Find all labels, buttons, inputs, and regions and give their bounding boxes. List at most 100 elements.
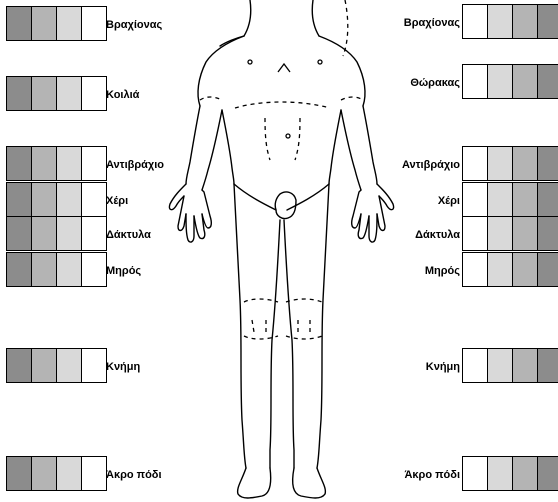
scale-cell-dark[interactable] bbox=[537, 216, 558, 251]
scale-cell-white[interactable] bbox=[462, 146, 488, 181]
right-scale-forearm bbox=[462, 146, 558, 180]
left-scale-fingers bbox=[6, 216, 106, 250]
left-label-fingers: Δάκτυλα bbox=[106, 229, 151, 241]
scale-cell-dark[interactable] bbox=[6, 6, 32, 41]
scale-cell-mid[interactable] bbox=[31, 252, 57, 287]
scale-cell-white[interactable] bbox=[81, 216, 107, 251]
scale-cell-mid[interactable] bbox=[512, 64, 538, 99]
scale-cell-dark[interactable] bbox=[6, 182, 32, 217]
scale-cell-white[interactable] bbox=[81, 348, 107, 383]
left-label-shin: Κνήμη bbox=[106, 361, 140, 373]
left-scale-arm bbox=[6, 6, 106, 40]
left-scale-foot bbox=[6, 456, 106, 490]
right-row-forearm: Αντιβράχιο bbox=[386, 146, 558, 180]
left-label-abdomen: Κοιλιά bbox=[106, 89, 139, 101]
left-label-hand: Χέρι bbox=[106, 195, 128, 207]
left-label-thigh: Μηρός bbox=[106, 265, 141, 277]
scale-cell-white[interactable] bbox=[462, 182, 488, 217]
right-scale-hand bbox=[462, 182, 558, 216]
scale-cell-light[interactable] bbox=[56, 6, 82, 41]
scale-cell-mid[interactable] bbox=[512, 146, 538, 181]
scale-cell-dark[interactable] bbox=[6, 252, 32, 287]
scale-cell-white[interactable] bbox=[462, 348, 488, 383]
scale-cell-light[interactable] bbox=[487, 64, 513, 99]
right-scale-shin bbox=[462, 348, 558, 382]
right-label-shin: Κνήμη bbox=[426, 361, 460, 373]
scale-cell-dark[interactable] bbox=[537, 182, 558, 217]
scale-cell-white[interactable] bbox=[81, 6, 107, 41]
scale-cell-white[interactable] bbox=[81, 146, 107, 181]
scale-cell-mid[interactable] bbox=[31, 456, 57, 491]
scale-cell-dark[interactable] bbox=[537, 4, 558, 39]
scale-cell-mid[interactable] bbox=[512, 348, 538, 383]
scale-cell-white[interactable] bbox=[462, 252, 488, 287]
scale-cell-mid[interactable] bbox=[31, 182, 57, 217]
left-scale-forearm bbox=[6, 146, 106, 180]
scale-cell-white[interactable] bbox=[81, 456, 107, 491]
right-label-fingers: Δάκτυλα bbox=[415, 229, 460, 241]
right-row-arm: Βραχίονας bbox=[386, 4, 558, 38]
left-row-hand: Χέρι bbox=[6, 182, 216, 216]
scale-cell-white[interactable] bbox=[81, 182, 107, 217]
right-label-forearm: Αντιβράχιο bbox=[402, 159, 460, 171]
scale-cell-light[interactable] bbox=[487, 252, 513, 287]
scale-cell-mid[interactable] bbox=[31, 146, 57, 181]
scale-cell-white[interactable] bbox=[462, 64, 488, 99]
scale-cell-light[interactable] bbox=[487, 4, 513, 39]
scale-cell-dark[interactable] bbox=[6, 348, 32, 383]
right-label-chest: Θώρακας bbox=[410, 77, 460, 89]
scale-cell-light[interactable] bbox=[487, 182, 513, 217]
scale-cell-mid[interactable] bbox=[512, 216, 538, 251]
scale-cell-light[interactable] bbox=[56, 76, 82, 111]
right-label-thigh: Μηρός bbox=[425, 265, 460, 277]
scale-cell-mid[interactable] bbox=[512, 4, 538, 39]
scale-cell-light[interactable] bbox=[56, 456, 82, 491]
left-label-arm: Βραχίονας bbox=[106, 19, 162, 31]
scale-cell-light[interactable] bbox=[56, 348, 82, 383]
scale-cell-light[interactable] bbox=[56, 182, 82, 217]
right-row-shin: Κνήμη bbox=[386, 348, 558, 382]
left-row-forearm: Αντιβράχιο bbox=[6, 146, 216, 180]
scale-cell-light[interactable] bbox=[56, 146, 82, 181]
left-scale-abdomen bbox=[6, 76, 106, 110]
scale-cell-light[interactable] bbox=[487, 348, 513, 383]
left-label-forearm: Αντιβράχιο bbox=[106, 159, 164, 171]
right-scale-arm bbox=[462, 4, 558, 38]
right-row-hand: Χέρι bbox=[386, 182, 558, 216]
scale-cell-dark[interactable] bbox=[537, 252, 558, 287]
scale-cell-mid[interactable] bbox=[31, 216, 57, 251]
left-row-shin: Κνήμη bbox=[6, 348, 216, 382]
left-scale-thigh bbox=[6, 252, 106, 286]
scale-cell-light[interactable] bbox=[56, 216, 82, 251]
scale-cell-mid[interactable] bbox=[512, 182, 538, 217]
scale-cell-mid[interactable] bbox=[31, 348, 57, 383]
scale-cell-white[interactable] bbox=[462, 456, 488, 491]
scale-cell-light[interactable] bbox=[487, 216, 513, 251]
scale-cell-dark[interactable] bbox=[537, 146, 558, 181]
right-row-thigh: Μηρός bbox=[386, 252, 558, 286]
right-scale-chest bbox=[462, 64, 558, 98]
scale-cell-white[interactable] bbox=[81, 252, 107, 287]
scale-cell-dark[interactable] bbox=[6, 456, 32, 491]
scale-cell-dark[interactable] bbox=[537, 348, 558, 383]
scale-cell-mid[interactable] bbox=[31, 6, 57, 41]
scale-cell-dark[interactable] bbox=[6, 216, 32, 251]
left-label-foot: Άκρο πόδι bbox=[106, 469, 162, 481]
left-row-fingers: Δάκτυλα bbox=[6, 216, 216, 250]
scale-cell-light[interactable] bbox=[56, 252, 82, 287]
scale-cell-white[interactable] bbox=[81, 76, 107, 111]
scale-cell-white[interactable] bbox=[462, 216, 488, 251]
scale-cell-dark[interactable] bbox=[6, 146, 32, 181]
scale-cell-mid[interactable] bbox=[31, 76, 57, 111]
scale-cell-white[interactable] bbox=[462, 4, 488, 39]
right-row-foot: Άκρο πόδι bbox=[386, 456, 558, 490]
right-scale-fingers bbox=[462, 216, 558, 250]
scale-cell-light[interactable] bbox=[487, 456, 513, 491]
scale-cell-mid[interactable] bbox=[512, 456, 538, 491]
scale-cell-light[interactable] bbox=[487, 146, 513, 181]
scale-cell-mid[interactable] bbox=[512, 252, 538, 287]
scale-cell-dark[interactable] bbox=[537, 456, 558, 491]
scale-cell-dark[interactable] bbox=[6, 76, 32, 111]
scale-cell-dark[interactable] bbox=[537, 64, 558, 99]
left-scale-shin bbox=[6, 348, 106, 382]
